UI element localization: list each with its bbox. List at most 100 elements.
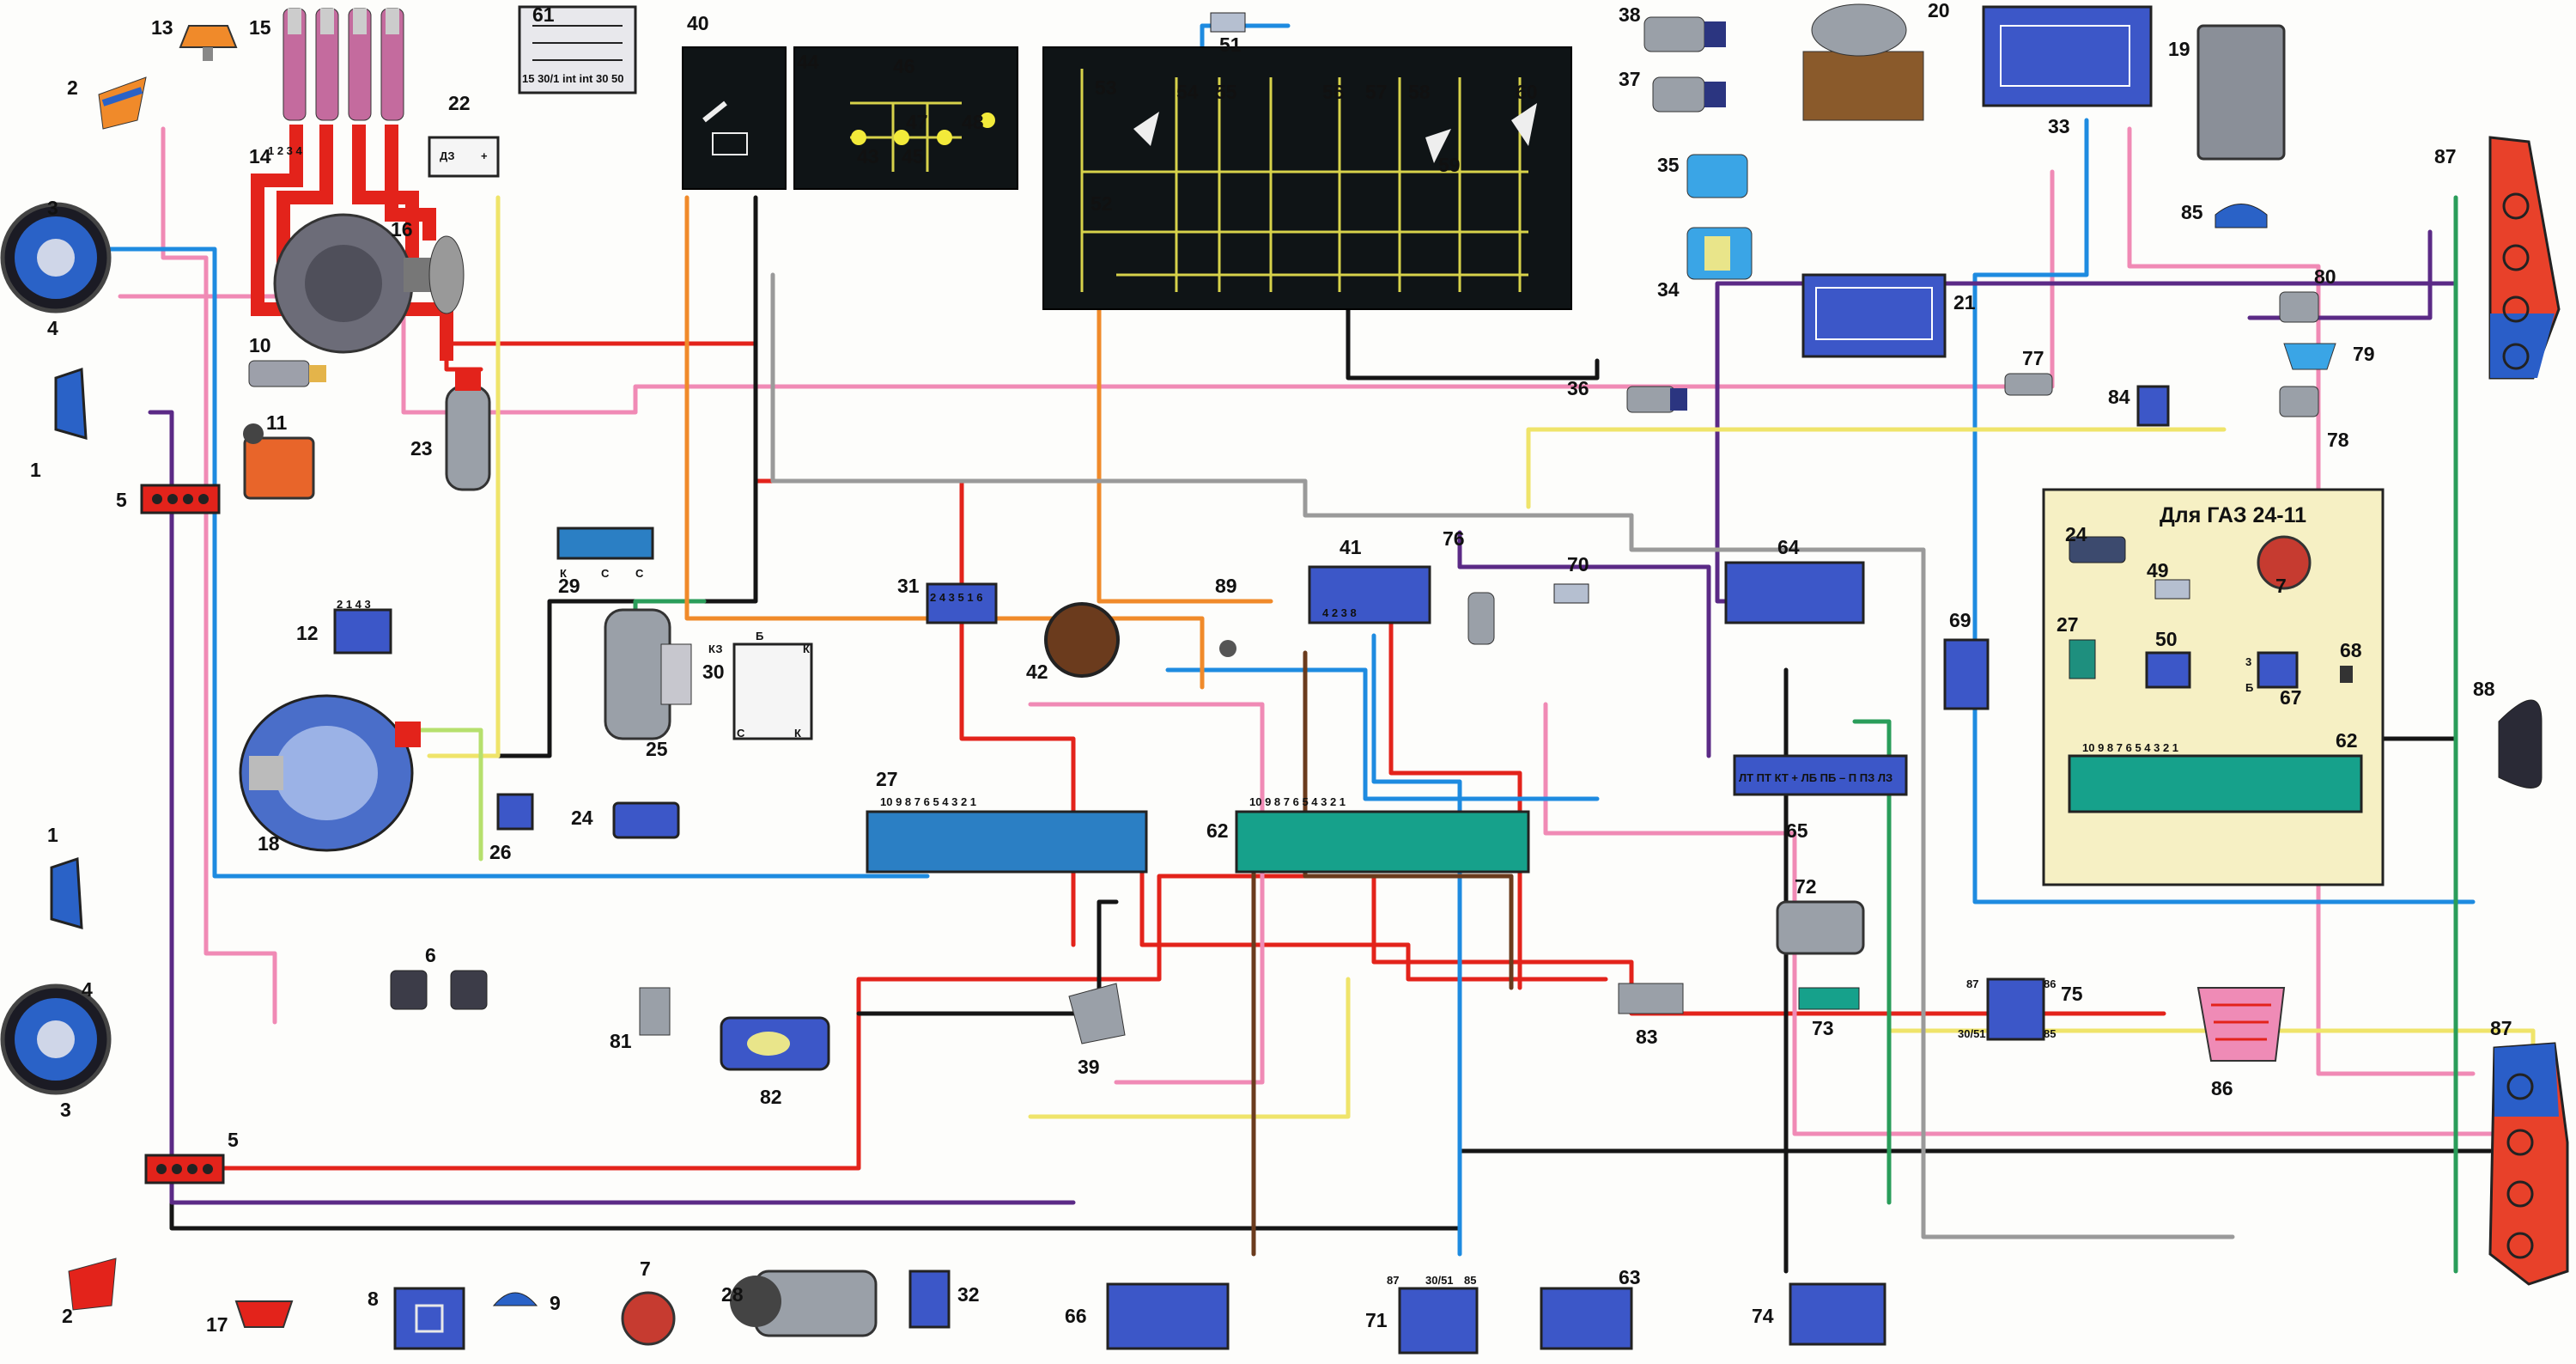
num-47: 47 [906,111,928,133]
ignition-relay-22: ДЗ + [428,136,500,178]
label-67-b: Б [2245,681,2253,694]
num-81: 81 [610,1030,632,1052]
num-60: 60 [1516,81,1538,103]
wiper-motor-20 [1802,3,1924,121]
sensor-38 [1643,16,1726,52]
label-67-a: 3 [2245,655,2251,668]
headlight-3-4-bottom [0,983,112,1095]
num-52: 52 [1091,192,1113,215]
num-29: 29 [558,575,580,597]
ignition-coil-23 [445,369,491,491]
num-44: 44 [797,51,819,73]
fuse-70 [1553,583,1589,604]
switch-64 [1724,561,1865,624]
wire-blue-3 [1165,667,1600,801]
sensor-10 [248,360,326,387]
num-7-bottom: 7 [640,1257,651,1280]
switch-12: 2 1 4 3 [333,598,392,655]
label-30-b: Б [756,630,763,642]
wire-pink-3 [1028,702,1265,1085]
switch-77 [2004,373,2053,396]
num-30: 30 [702,661,725,683]
num-35: 35 [1657,154,1680,176]
fuse-holder-29: К С С [556,527,654,580]
num-50: 50 [2155,628,2178,650]
num-18: 18 [258,832,280,855]
label-12: 2 1 4 3 [337,598,371,611]
label-29-a: К [560,567,567,580]
wire-blue-5 [1371,633,1462,1257]
rear-window-heater-86 [2196,987,2286,1062]
num-49: 49 [2147,559,2169,582]
num-2-bottom: 2 [62,1305,73,1327]
num-74: 74 [1752,1305,1774,1327]
num-79: 79 [2353,343,2375,365]
switch-79 [2283,343,2336,370]
label-29-c: С [635,567,644,580]
label-75-b: 86 [2044,977,2056,990]
label-30-a: КЗ [708,642,723,655]
lamp-89 [1219,640,1236,657]
num-24: 24 [571,807,593,829]
washer-switch-21 [1801,273,1947,358]
num-66: 66 [1065,1305,1087,1327]
label-27-nums: 10 9 8 7 6 5 4 3 2 1 [880,795,976,808]
num-26: 26 [489,841,512,863]
num-13: 13 [151,16,173,39]
regulator-11 [243,423,315,500]
num-19: 19 [2168,38,2190,60]
label-30-e: К [794,727,801,740]
side-lamp-2-top [98,76,147,130]
wire-purple-1 [148,410,1076,1205]
rear-lamp-87-bottom [2488,1042,2569,1286]
switch-85 [2215,204,2268,228]
num-54: 54 [1176,81,1199,103]
resistor-73 [1798,987,1860,1010]
wire-pink-4 [1543,702,2544,1136]
num-1-top: 1 [30,459,41,481]
wire-purple-3 [1457,530,1711,758]
label-75-c: 30/51 [1958,1027,1986,1040]
num-1-bottom: 1 [47,824,58,846]
num-63: 63 [1619,1266,1641,1288]
num-61: 61 [532,3,555,26]
label-71-a: 87 [1387,1274,1399,1287]
relay-33 [1982,5,2153,107]
alternator-18 [239,694,421,852]
num-73: 73 [1812,1017,1834,1039]
lamp-39 [1068,983,1126,1044]
label-30-d: С [737,727,745,740]
num-17: 17 [206,1313,228,1336]
sensor-37 [1652,76,1726,113]
num-59: 59 [1438,154,1461,176]
label-22-a: ДЗ [440,149,455,162]
rear-lamp-87-top [2488,136,2561,380]
num-64: 64 [1777,536,1800,558]
label-31: 2 4 3 5 1 6 [930,591,982,604]
num-71: 71 [1365,1309,1388,1331]
num-36: 36 [1567,377,1589,399]
num-7-inset: 7 [2275,575,2287,597]
connector-5-bottom [144,1154,225,1184]
horn-17 [234,1300,294,1328]
motor-19 [2196,24,2286,161]
wire-blue-4 [1972,118,2476,904]
wire-purple-4 [2247,229,2433,320]
relay-75: 87 86 30/51 85 [1958,977,2056,1041]
wire-blue-1 [100,247,930,879]
switch-78 [2279,386,2319,417]
switch-66 [1106,1282,1230,1350]
relay-8 [393,1287,465,1350]
num-62-inset: 62 [2336,729,2358,752]
num-4-bottom: 4 [82,978,93,1001]
num-80: 80 [2314,265,2336,288]
switch-41: 4 2 3 8 [1308,565,1431,624]
label-75-a: 87 [1966,977,1978,990]
num-8: 8 [368,1288,379,1310]
wire-yellow-1 [427,195,501,758]
switch-74 [1789,1282,1886,1346]
horns-6 [390,970,488,1010]
num-75: 75 [2061,983,2083,1005]
label-14: 1 2 3 4 [268,144,303,157]
indicator-panel-44 [793,46,1018,190]
